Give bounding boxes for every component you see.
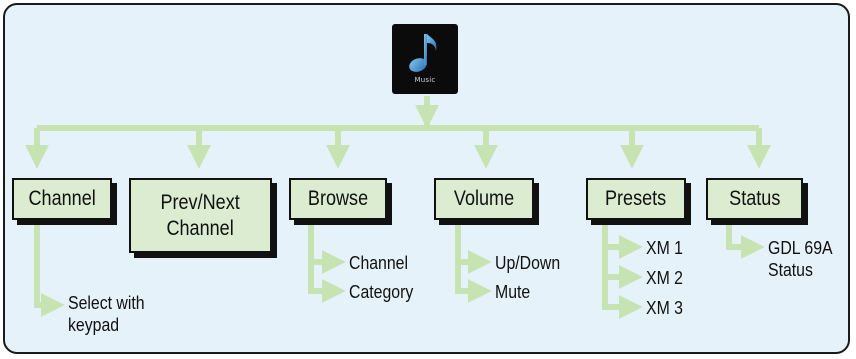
- app-icon-caption: Music: [414, 76, 436, 84]
- menu-box-prev-next-channel[interactable]: Prev/Next Channel: [129, 178, 272, 253]
- sub-item-preset-xm1: XM 1: [646, 238, 683, 258]
- menu-box-label: Channel: [28, 187, 96, 210]
- sub-item-preset-xm3: XM 3: [646, 298, 683, 318]
- menu-box-volume[interactable]: Volume: [434, 178, 534, 220]
- menu-box-channel[interactable]: Channel: [12, 178, 112, 220]
- menu-box-label: Status: [728, 187, 781, 210]
- sub-item-volume-up-down: Up/Down: [495, 253, 561, 273]
- music-note-icon: [409, 34, 437, 72]
- sub-item-gdl69a-status: GDL 69A Status: [768, 238, 833, 280]
- menu-box-browse[interactable]: Browse: [289, 178, 387, 220]
- menu-box-label: Browse: [307, 187, 369, 210]
- music-app-icon[interactable]: Music: [392, 24, 458, 94]
- menu-box-presets[interactable]: Presets: [586, 178, 686, 220]
- sub-item-volume-mute: Mute: [495, 282, 531, 302]
- sub-item-select-with-keypad: Select with keypad: [68, 293, 145, 335]
- sub-item-preset-xm2: XM 2: [646, 268, 683, 288]
- menu-box-status[interactable]: Status: [706, 178, 803, 220]
- menu-box-label: Presets: [605, 187, 667, 210]
- menu-box-label: Prev/Next Channel: [160, 190, 241, 240]
- menu-box-label: Volume: [453, 187, 515, 210]
- sub-item-browse-category: Category: [349, 282, 414, 302]
- sub-item-browse-channel: Channel: [349, 253, 409, 273]
